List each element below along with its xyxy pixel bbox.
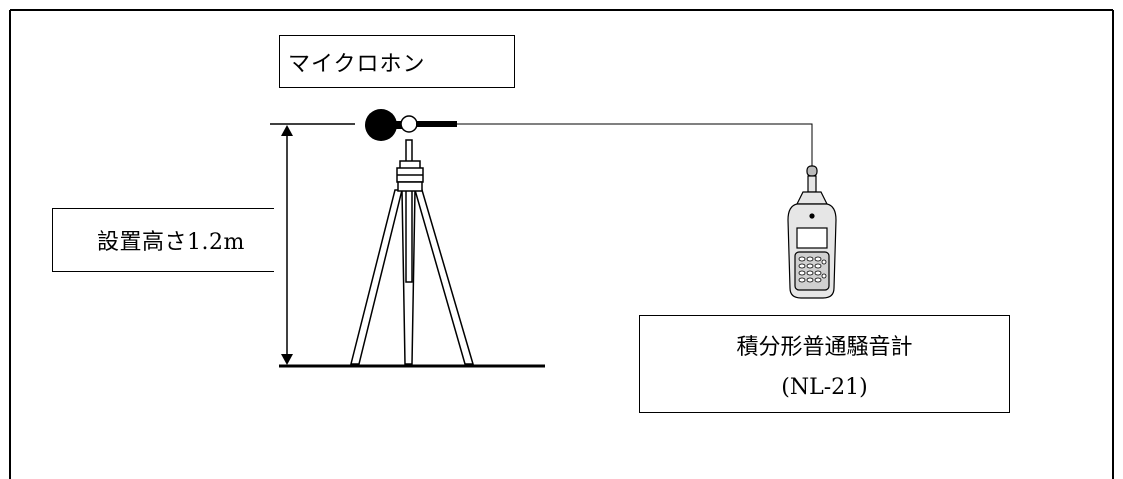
height-dimension-arrow — [281, 125, 293, 365]
outer-frame — [9, 9, 1114, 479]
microphone-cable — [457, 123, 813, 168]
sound-level-meter-name: 積分形普通騒音計 — [736, 334, 913, 360]
install-height-label-text: 設置高さ1.2m — [97, 230, 245, 255]
microphone-ball-icon — [365, 109, 457, 141]
microphone-label-text: マイクロホン — [288, 51, 426, 77]
sound-level-meter-label: 積分形普通騒音計 (NL-21) — [639, 315, 1010, 413]
sound-level-meter-icon — [787, 165, 837, 299]
microphone-label: マイクロホン — [279, 35, 515, 88]
install-height-label: 設置高さ1.2m — [52, 208, 274, 272]
sound-level-meter-model: (NL-21) — [781, 374, 868, 400]
tripod-icon — [350, 139, 475, 365]
